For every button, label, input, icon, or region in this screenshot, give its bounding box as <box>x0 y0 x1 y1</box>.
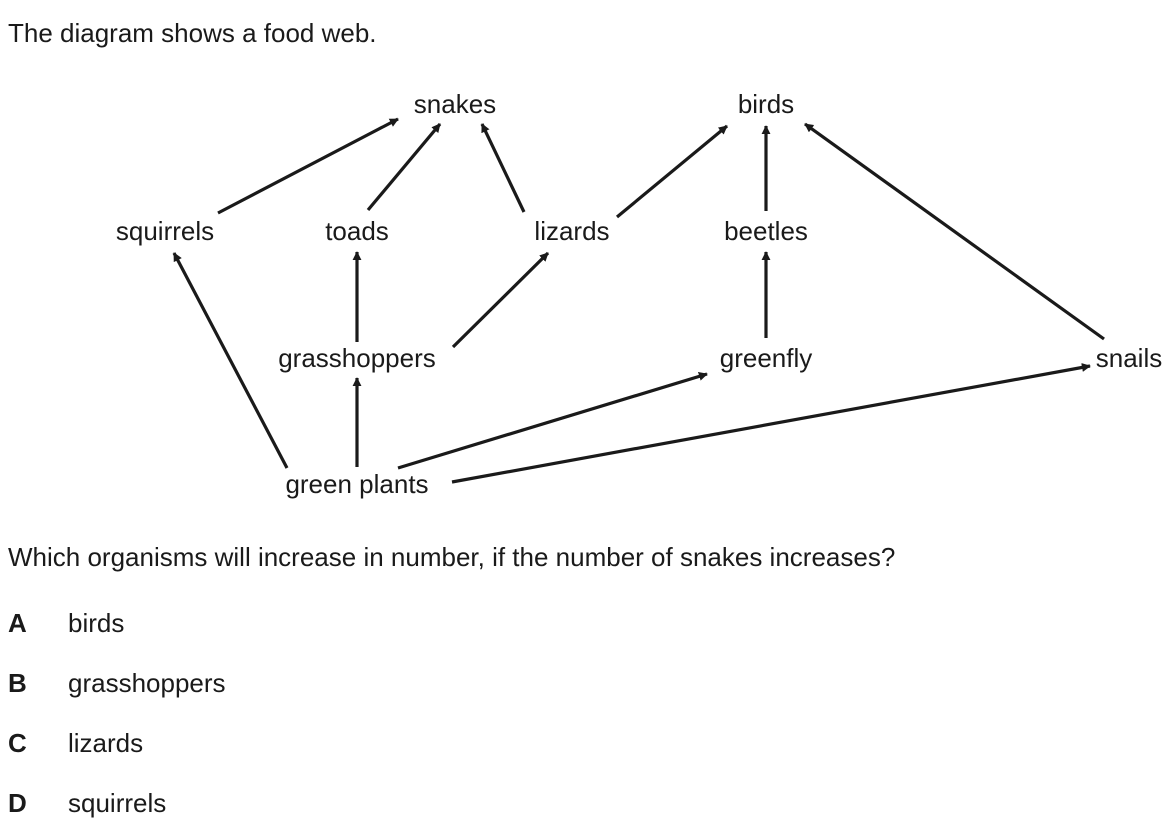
food-web-organisms: snakes birds squirrels toads lizards bee… <box>116 89 1162 499</box>
option-a-letter: A <box>8 608 27 638</box>
food-web-arrows <box>172 117 1105 484</box>
organism-birds: birds <box>738 89 794 119</box>
organism-toads: toads <box>325 216 389 246</box>
option-c-text: lizards <box>68 728 144 758</box>
question-text: Which organisms will increase in number,… <box>8 542 896 572</box>
organism-green-plants: green plants <box>285 469 428 499</box>
option-c-letter: C <box>8 728 27 758</box>
arrow-lizards-to-snakes <box>480 123 526 213</box>
arrow-green-plants-to-squirrels <box>172 252 289 469</box>
option-a-text: birds <box>68 608 125 638</box>
arrow-squirrels-to-snakes <box>217 117 399 215</box>
food-web-diagram: snakes birds squirrels toads lizards bee… <box>116 89 1162 499</box>
arrow-snails-to-birds <box>804 122 1105 341</box>
arrow-grasshoppers-to-lizards <box>451 251 550 349</box>
arrow-lizards-to-birds <box>615 124 729 219</box>
option-b-letter: B <box>8 668 27 698</box>
organism-beetles: beetles <box>724 216 808 246</box>
option-d-letter: D <box>8 788 27 818</box>
arrow-green-plants-to-greenfly <box>397 372 708 470</box>
intro-text: The diagram shows a food web. <box>8 18 377 48</box>
organism-greenfly: greenfly <box>720 343 813 373</box>
arrow-toads-to-snakes <box>366 122 442 212</box>
organism-squirrels: squirrels <box>116 216 214 246</box>
organism-grasshoppers: grasshoppers <box>278 343 436 373</box>
organism-lizards: lizards <box>534 216 609 246</box>
arrow-green-plants-to-snails <box>451 363 1091 484</box>
option-b-text: grasshoppers <box>68 668 226 698</box>
organism-snakes: snakes <box>414 89 496 119</box>
option-d-text: squirrels <box>68 788 167 818</box>
organism-snails: snails <box>1096 343 1162 373</box>
